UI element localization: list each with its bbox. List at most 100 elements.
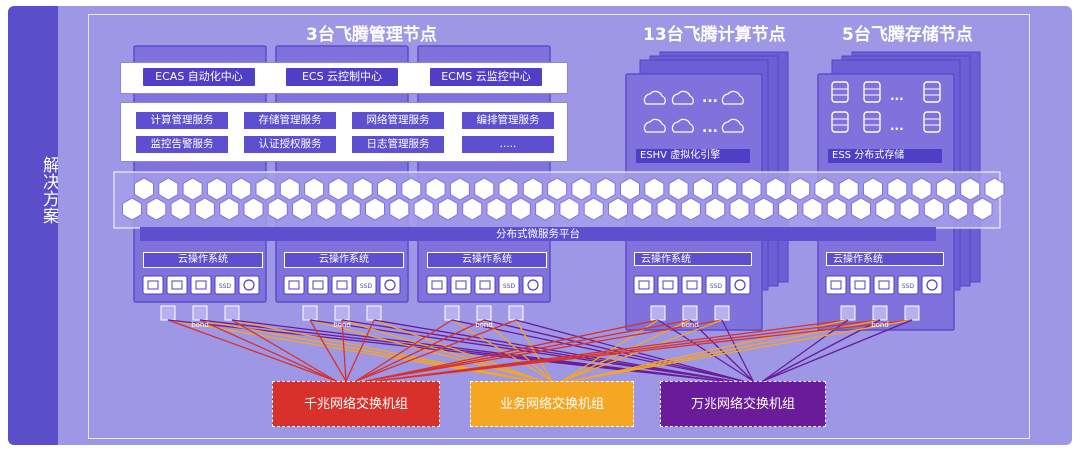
database-icon [831, 111, 849, 133]
microservice-hexagon [668, 177, 689, 201]
disk-icon-ring [926, 279, 938, 291]
chip-shape [455, 280, 467, 290]
ssd-icon [897, 275, 919, 295]
microservice-hexagon [583, 197, 604, 221]
chip-shape [662, 280, 674, 290]
microservice-hexagon [134, 177, 154, 201]
gigabit-switch-group: 千兆网络交换机组 [272, 381, 440, 427]
ssd-icon [498, 275, 520, 295]
network-link [365, 319, 659, 382]
eshv-engine: ESHV 虚拟化引擎 [636, 149, 750, 163]
bond-label: bond [333, 321, 351, 329]
nic-icon [190, 275, 212, 295]
network-link [345, 319, 375, 382]
microservice-hexagon [705, 197, 726, 221]
ecms-center: ECMS 云监控中心 [430, 68, 542, 86]
microservice-hexagon [462, 197, 483, 221]
microservice-hexagon [984, 177, 1005, 201]
chip-shape [479, 280, 491, 290]
microservice-hexagon [206, 177, 227, 201]
microservice-hexagon [632, 197, 653, 221]
microservice-hexagon [146, 197, 167, 221]
microservice-hexagon [644, 177, 665, 201]
microservice-hexagon [510, 197, 531, 221]
microservice-hexagon [790, 177, 811, 201]
network-link [309, 319, 543, 382]
side-panel: 解决方案 [8, 6, 59, 445]
microservice-hexagon [753, 197, 774, 221]
network-link [689, 319, 754, 382]
network-link [231, 319, 337, 382]
microservice-platform: 分布式微服务平台 [140, 227, 936, 241]
network-link [309, 319, 734, 382]
database-icon [831, 81, 849, 103]
microservice-hexagon [559, 197, 580, 221]
chip-shape [830, 280, 842, 290]
cloud-os-mgmt-2: 云操作系统 [284, 252, 404, 268]
network-link [375, 319, 913, 382]
chip-shape [288, 280, 300, 290]
mgmt-nodes-title: 3台飞腾管理节点 [306, 25, 437, 45]
memory-icon [450, 275, 472, 295]
microservice-hexagon [194, 197, 215, 221]
microservice-hexagon [449, 177, 470, 201]
chip-shape [171, 280, 183, 290]
nic-icon [681, 275, 703, 295]
cloud-os-storage: 云操作系统 [826, 252, 944, 266]
cloud-server-icon [643, 118, 666, 133]
bond-label: bond [871, 321, 889, 329]
microservice-hexagon [802, 197, 823, 221]
network-link [483, 319, 553, 382]
microservice-hexagon [243, 197, 264, 221]
memory-icon [166, 275, 188, 295]
microservice-hexagon [935, 177, 956, 201]
network-link [341, 319, 347, 382]
network-port [508, 305, 524, 321]
network-port [366, 305, 382, 321]
microservice-hexagon [765, 177, 786, 201]
network-port [334, 305, 350, 321]
microservice-hexagon [851, 197, 871, 221]
microservice-hexagon [219, 197, 240, 221]
microservice-hexagon [401, 177, 422, 201]
cpu-icon [825, 275, 847, 295]
network-link [657, 319, 754, 382]
nic-icon [331, 275, 353, 295]
chip-shape [195, 280, 207, 290]
service-auth: 认证授权服务 [244, 136, 336, 153]
bond-label: bond [681, 321, 699, 329]
disk-icon-ring [384, 279, 396, 291]
network-link [167, 319, 337, 382]
network-link [762, 319, 849, 382]
ssd-icon [355, 275, 377, 295]
microservice-hexagon [158, 177, 179, 201]
microservice-hexagon [304, 177, 325, 201]
chip-shape [686, 280, 698, 290]
microservice-hexagon [352, 177, 373, 201]
ssd-icon [705, 275, 727, 295]
disk-icon [921, 275, 943, 295]
business-switch-group: 业务网络交换机组 [470, 381, 634, 427]
microservice-hexagon [389, 197, 410, 221]
service-logging: 日志管理服务 [352, 136, 444, 153]
network-port [872, 305, 888, 321]
services-box [120, 102, 568, 162]
database-icon [863, 81, 881, 103]
disk-icon-ring [734, 279, 746, 291]
disk-icon [522, 275, 544, 295]
network-link [571, 319, 913, 382]
ecs-center: ECS 云控制中心 [286, 68, 398, 86]
microservice-hexagon [838, 177, 859, 201]
bond-label: bond [475, 321, 493, 329]
cloud-server-icon [671, 90, 694, 105]
microservice-hexagon [535, 197, 556, 221]
memory-icon [657, 275, 679, 295]
microservice-hexagon [814, 177, 835, 201]
microservice-hexagon [328, 177, 349, 201]
disk-icon [729, 275, 751, 295]
microservice-hexagon [656, 197, 677, 221]
storage-more-1: ... [890, 89, 904, 103]
microservice-hexagon [741, 177, 762, 201]
bond-label: bond [191, 321, 209, 329]
